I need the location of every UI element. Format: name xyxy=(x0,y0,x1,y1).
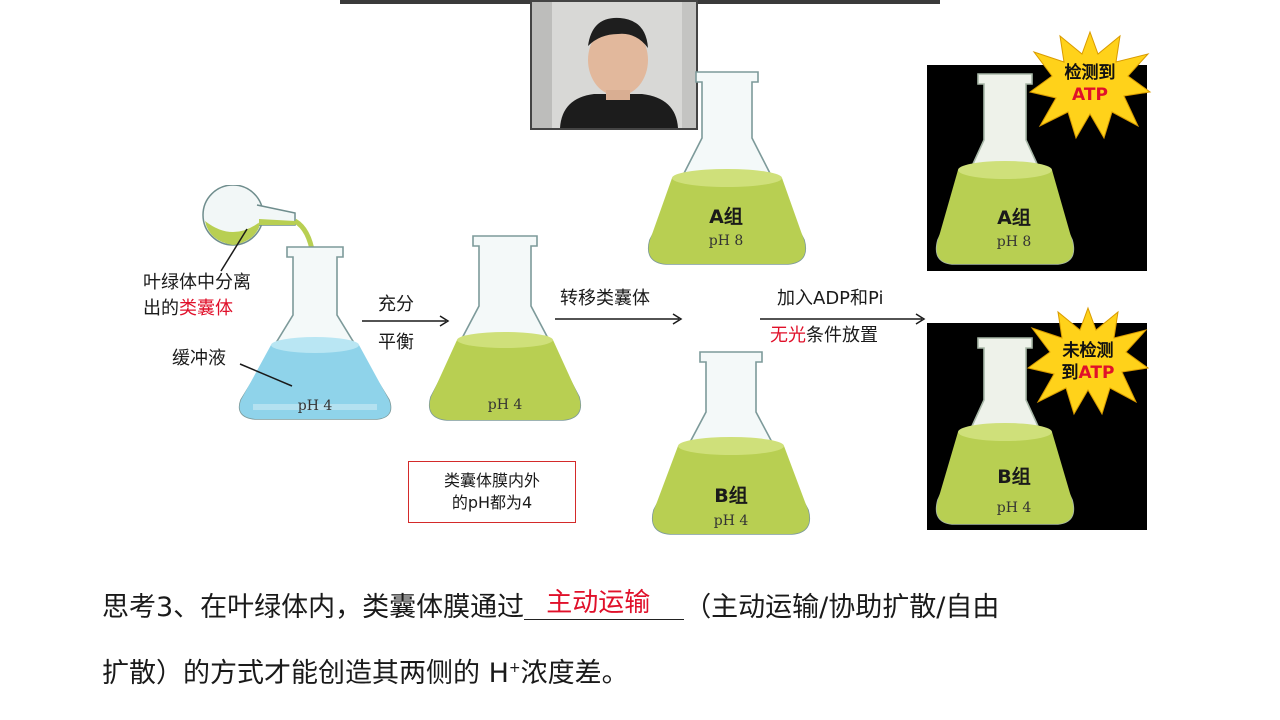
step3-label-top: 加入ADP和Pi xyxy=(777,288,884,309)
result-b-group: B组 xyxy=(997,466,1031,488)
not-detected-burst-icon xyxy=(1026,306,1150,416)
buffer-ph-label: pH 4 xyxy=(297,398,333,414)
step2-arrow-icon xyxy=(555,313,683,325)
result-a-group: A组 xyxy=(997,207,1031,229)
note-line2: 的pH都为4 xyxy=(451,493,533,512)
question-line2-part1: 扩散）的方式才能创造其两侧的 H xyxy=(102,658,509,689)
question-line1: 思考3、在叶绿体内，类囊体膜通过主动运输 （主动运输/协助扩散/自由 xyxy=(102,578,1202,638)
step3-label-bottom: 无光条件放置 xyxy=(770,323,878,349)
flask-a-ph: pH 8 xyxy=(708,233,744,249)
not-detected-burst-text: 未检测 到ATP xyxy=(1048,340,1128,384)
question-text: 思考3、在叶绿体内，类囊体膜通过主动运输 （主动运输/协助扩散/自由 扩散）的方式… xyxy=(102,578,1202,704)
burst-a-line1: 检测到 xyxy=(1064,63,1116,83)
source-label-prefix: 出的 xyxy=(143,298,179,319)
buffer-flask xyxy=(202,185,392,420)
source-label-highlight: 类囊体 xyxy=(179,298,233,319)
equilibrated-flask xyxy=(428,235,582,421)
flask-b xyxy=(651,351,811,535)
flask-b-group: B组 xyxy=(714,485,748,507)
question-line2: 扩散）的方式才能创造其两侧的 H+浓度差。 xyxy=(102,638,1202,704)
burst-b-line1: 未检测 xyxy=(1062,341,1114,361)
flask-a xyxy=(647,71,807,265)
note-line1: 类囊体膜内外 xyxy=(443,471,540,490)
answer-text: 主动运输 xyxy=(546,588,651,618)
step2-label: 转移类囊体 xyxy=(560,288,650,309)
presenter-video-icon xyxy=(532,2,696,128)
question-line2-part2: 浓度差。 xyxy=(520,658,629,689)
buffer-pointer-line xyxy=(239,363,293,387)
question-superscript: + xyxy=(508,660,521,676)
result-a-ph: pH 8 xyxy=(996,234,1032,250)
burst-b-line2-prefix: 到 xyxy=(1061,363,1079,383)
step3-arrow-icon xyxy=(760,313,926,325)
answer-blank: 主动运输 xyxy=(524,585,685,620)
source-label-line1: 叶绿体中分离 xyxy=(143,272,251,293)
step3-rest: 条件放置 xyxy=(806,325,878,346)
step1-label-top: 充分 xyxy=(378,294,414,315)
source-label-line2: 出的类囊体 xyxy=(143,296,251,322)
burst-b-line2-highlight: ATP xyxy=(1078,363,1115,383)
question-prefix: 思考3、在叶绿体内，类囊体膜通过 xyxy=(102,592,525,623)
result-b-ph: pH 4 xyxy=(996,500,1032,516)
burst-a-line2: ATP xyxy=(1072,85,1108,105)
result-b-flask xyxy=(935,337,1075,525)
step1-label-bottom: 平衡 xyxy=(378,332,414,353)
flask-a-group: A组 xyxy=(709,206,743,228)
buffer-label: 缓冲液 xyxy=(172,348,226,369)
source-pointer-line xyxy=(220,228,248,272)
middle-ph-label: pH 4 xyxy=(487,397,523,413)
ph-note-box: 类囊体膜内外 的pH都为4 xyxy=(408,461,576,523)
step1-arrow-icon xyxy=(362,315,450,327)
result-a-flask xyxy=(935,73,1075,265)
detected-burst-text: 检测到 ATP xyxy=(1050,62,1130,106)
burst-b-line2: 到ATP xyxy=(1048,362,1128,384)
presenter-webcam xyxy=(530,0,698,130)
flask-b-ph: pH 4 xyxy=(713,513,749,529)
thylakoid-source-label: 叶绿体中分离 出的类囊体 xyxy=(143,270,251,322)
detected-burst-icon xyxy=(1028,30,1152,140)
question-suffix: （主动运输/协助扩散/自由 xyxy=(684,592,1000,623)
step3-highlight: 无光 xyxy=(770,325,806,346)
